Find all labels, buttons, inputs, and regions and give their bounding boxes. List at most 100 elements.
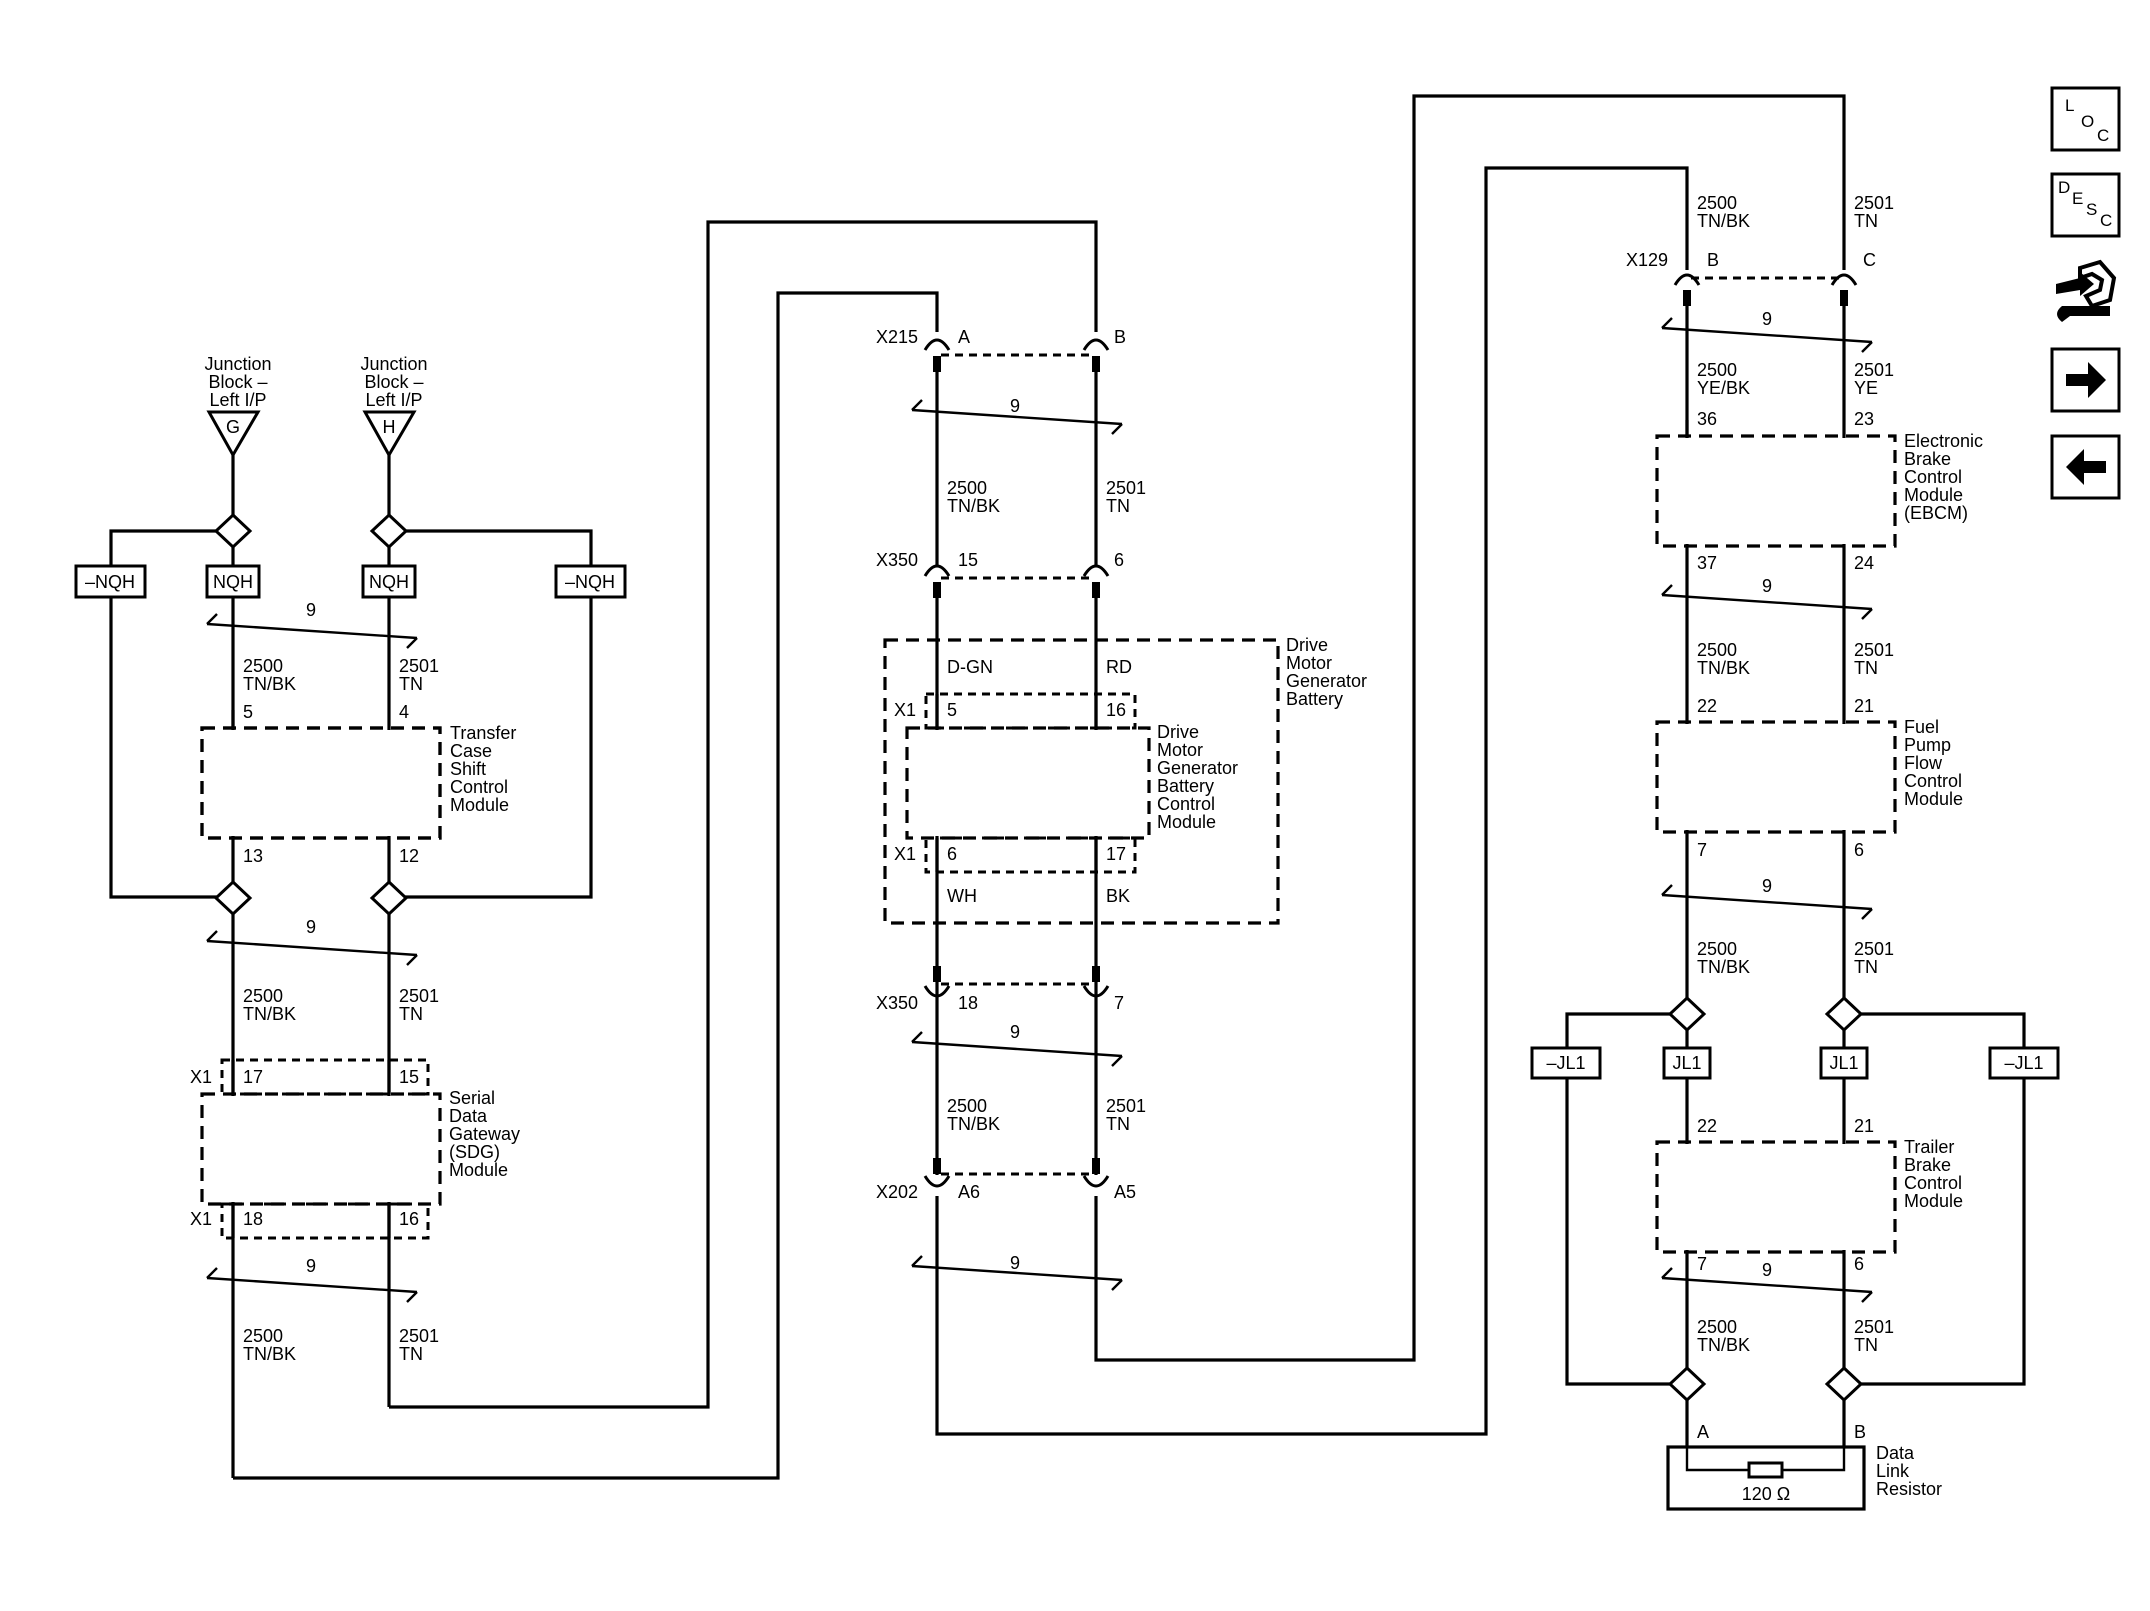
module-label-line: Module	[1904, 789, 1963, 809]
connector-label: X1	[894, 700, 916, 720]
module-label-line: Brake	[1904, 1155, 1951, 1175]
splice-2500-jl1-bottom	[1667, 1365, 1707, 1403]
twist-label: 9	[1010, 1253, 1020, 1273]
twist-tick	[1111, 1279, 1123, 1291]
wire-color-label: TN/BK	[243, 1344, 296, 1364]
connector-pin-label: B	[1707, 250, 1719, 270]
desc-letter: S	[2086, 200, 2097, 219]
module-label-line: Serial	[449, 1088, 495, 1108]
module-label-line: Module	[1157, 812, 1216, 832]
module-label-line: Control	[1904, 1173, 1962, 1193]
pin-label: 6	[1854, 840, 1864, 860]
wire-color-label: TN/BK	[1697, 1335, 1750, 1355]
connector-name: X202	[876, 1182, 918, 1202]
next-arrow-icon[interactable]	[2050, 347, 2121, 413]
pin-label: 21	[1854, 696, 1874, 716]
twist-label: 9	[1762, 309, 1772, 329]
resistor-value: 120 Ω	[1742, 1484, 1791, 1504]
module-label-line: Transfer	[450, 723, 516, 743]
connector-name: X350	[876, 993, 918, 1013]
connector-socket	[1082, 338, 1110, 351]
twist-indicator	[206, 1276, 418, 1294]
wire-nqh-bypass-right	[399, 529, 593, 899]
bcm-connector-top	[924, 692, 1137, 730]
loc-button[interactable]: L O C	[2050, 86, 2121, 152]
wire-color-label: TN/BK	[947, 496, 1000, 516]
connector-pin-label: A5	[1114, 1182, 1136, 1202]
junction-block-h-label-3: Left I/P	[365, 390, 422, 410]
wire-color-label: TN	[1106, 496, 1130, 516]
connector-name: X350	[876, 550, 918, 570]
option-jl1-left-label: JL1	[1672, 1053, 1701, 1073]
twist-tick	[406, 637, 418, 649]
connector-x215: X215 A B	[876, 327, 1126, 372]
option-jl1-left	[1662, 1046, 1712, 1080]
pin-label: 21	[1854, 1116, 1874, 1136]
loc-letter: L	[2065, 96, 2074, 115]
splice-2501-jl1-bottom	[1824, 1365, 1864, 1403]
module-label-line: Gateway	[449, 1124, 520, 1144]
pin-label: 16	[399, 1209, 419, 1229]
drive-motor-generator-battery-box	[883, 638, 1280, 925]
loc-letter: O	[2081, 112, 2094, 131]
twist-indicator	[206, 622, 418, 640]
wire-2501-route-left-to-mid	[389, 220, 1098, 1409]
connector-pin	[1092, 582, 1100, 598]
connector-pin	[933, 1158, 941, 1174]
pin-label: 16	[1106, 700, 1126, 720]
module-label-line: Generator	[1157, 758, 1238, 778]
wire-circuit-label: 2500	[1697, 939, 1737, 959]
connector-socket	[1082, 564, 1110, 577]
twist-tick	[1111, 1055, 1123, 1067]
junction-block-g-label-2: Block –	[208, 372, 267, 392]
splice-2500-top	[213, 512, 253, 550]
wire-circuit-label: 2500	[947, 478, 987, 498]
twist-indicator	[206, 939, 418, 957]
previous-arrow-icon[interactable]	[2050, 434, 2121, 500]
module-label-line: Module	[449, 1160, 508, 1180]
pin-label: 7	[1697, 840, 1707, 860]
wire-circuit-label: 2501	[1854, 939, 1894, 959]
loc-letter: C	[2097, 126, 2109, 145]
twist-indicator	[1661, 593, 1873, 611]
connector-label: X1	[190, 1209, 212, 1229]
desc-letter: D	[2058, 178, 2070, 197]
wire-2501-route-mid-to-right	[1094, 94, 1846, 1362]
connector-pin-label: 6	[1114, 550, 1124, 570]
sdg-module-label: Serial Data Gateway (SDG) Module	[449, 1088, 520, 1180]
wire-color-label: TN	[399, 1344, 423, 1364]
module-label-line: Motor	[1157, 740, 1203, 760]
ebcm-label: Electronic Brake Control Module (EBCM)	[1904, 431, 1983, 523]
pin-label: 36	[1697, 409, 1717, 429]
pin-label: 7	[1697, 1254, 1707, 1274]
wire-color-label: TN/BK	[1697, 211, 1750, 231]
module-label-line: Control	[1904, 467, 1962, 487]
wire-color-label: WH	[947, 886, 977, 906]
junction-block-g-label-3: Left I/P	[209, 390, 266, 410]
twist-tick	[1661, 317, 1673, 329]
twist-tick	[911, 1255, 923, 1267]
fuel-pump-module-box	[1655, 720, 1897, 834]
module-label-line: Brake	[1904, 449, 1951, 469]
connector-pin	[1092, 966, 1100, 982]
junction-block-g-label-1: Junction	[204, 354, 271, 374]
connector-socket	[923, 1175, 951, 1188]
twist-indicator	[911, 408, 1123, 426]
option-not-jl1-right-label: –JL1	[2004, 1053, 2043, 1073]
wire-2500-route-left-to-mid	[233, 291, 939, 1480]
ebcm-box	[1655, 434, 1897, 548]
desc-button[interactable]: D E S C	[2050, 172, 2121, 238]
twist-tick	[1111, 423, 1123, 435]
connector-x202: X202 A6 A5	[876, 1158, 1136, 1202]
wire-circuit-label: 2501	[1106, 478, 1146, 498]
twist-tick	[911, 399, 923, 411]
connector-wrench-icon[interactable]	[2052, 256, 2119, 328]
wire-color-label: TN	[1854, 658, 1878, 678]
resistor-lead	[1685, 1447, 1749, 1472]
connector-pin-label: A	[958, 327, 970, 347]
wire-color-label: TN	[399, 1004, 423, 1024]
wire-color-label: TN/BK	[243, 674, 296, 694]
twist-tick	[911, 1031, 923, 1043]
connector-socket	[923, 564, 951, 577]
